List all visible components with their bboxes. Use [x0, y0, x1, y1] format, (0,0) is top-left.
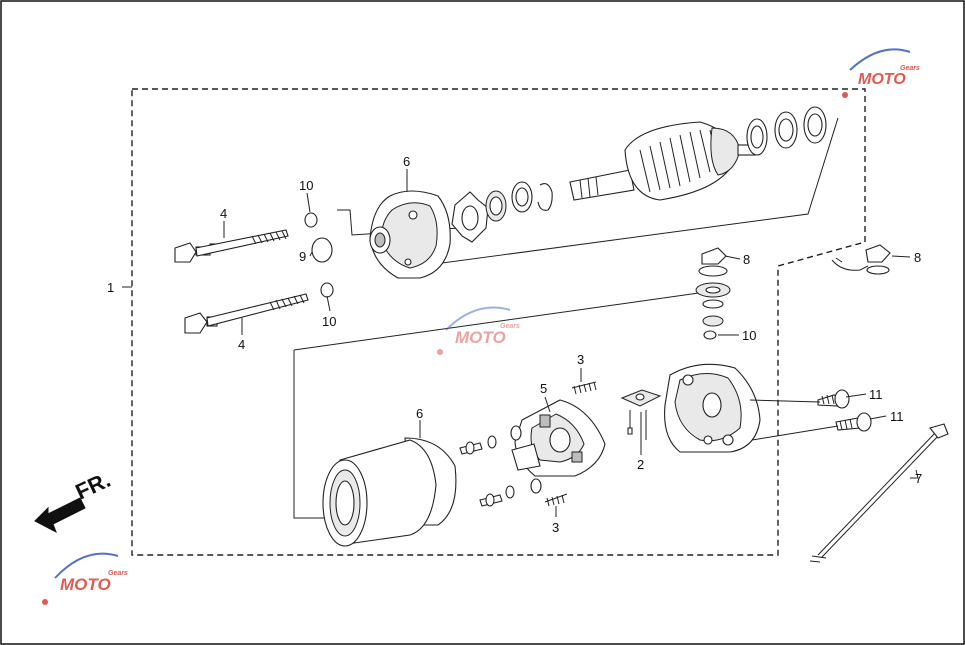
callout-2: 2	[637, 457, 644, 472]
watermark-top-right: MOTO Gears	[842, 48, 920, 98]
snap-ring	[537, 183, 553, 211]
battery-cable	[809, 423, 949, 563]
thrust-plate	[451, 191, 489, 243]
callout-9: 9	[299, 249, 306, 264]
assembly-boundary	[131, 88, 866, 556]
watermark-swoosh-icon	[445, 306, 511, 331]
screw-lower	[479, 478, 542, 507]
front-cover	[369, 190, 451, 279]
watermark-swoosh-icon	[849, 48, 911, 71]
watermark-tagline: Gears	[108, 570, 128, 577]
long-bolt-lower	[184, 293, 309, 334]
o-ring-large	[311, 237, 333, 263]
front-direction-indicator: FR.	[34, 467, 114, 534]
screw-upper	[459, 425, 522, 455]
terminal-nut-stack	[695, 247, 731, 340]
watermark-tagline: Gears	[900, 65, 920, 72]
callout-8-left: 8	[743, 252, 750, 267]
watermark-brand: MOTO	[455, 328, 506, 347]
o-ring-small-upper	[304, 212, 318, 228]
cable-nut	[831, 244, 891, 275]
callout-1: 1	[107, 280, 114, 295]
callout-3-upper: 3	[577, 352, 584, 367]
long-bolt-upper	[174, 229, 289, 263]
callout-10-right: 10	[742, 328, 756, 343]
guide-line	[293, 289, 721, 351]
watermark-center: MOTO Gears	[437, 306, 520, 355]
callout-8-right: 8	[914, 250, 921, 265]
callout-5: 5	[540, 381, 547, 396]
guide-line	[389, 117, 839, 271]
rear-cover	[664, 363, 761, 453]
through-bolt-lower	[835, 412, 872, 432]
leader-lines	[122, 169, 919, 517]
callout-10-lower: 10	[322, 314, 336, 329]
terminal-plate	[620, 389, 662, 440]
callout-10-upper: 10	[299, 178, 313, 193]
watermark-brand: MOTO	[60, 575, 111, 594]
callout-6-lower: 6	[416, 406, 423, 421]
gear-icon	[42, 599, 48, 605]
o-ring-small-lower	[320, 282, 334, 298]
callout-4-upper: 4	[220, 206, 227, 221]
callout-7: 7	[915, 471, 922, 486]
callout-6-upper: 6	[403, 154, 410, 169]
guide-line	[293, 350, 330, 519]
watermark-swoosh-icon	[54, 552, 119, 579]
brush-spring-lower	[544, 493, 568, 507]
through-bolt-upper	[817, 389, 850, 409]
armature	[569, 121, 757, 201]
callout-11-upper: 11	[869, 387, 883, 402]
gear-icon	[437, 349, 443, 355]
callout-4-lower: 4	[238, 337, 245, 352]
brush-holder	[511, 399, 606, 477]
watermark-brand: MOTO	[858, 71, 906, 88]
watermark-tagline: Gears	[500, 323, 520, 330]
gear-icon	[842, 92, 848, 98]
yoke-housing	[322, 437, 457, 547]
callout-3-lower: 3	[552, 520, 559, 535]
callout-11-lower: 11	[890, 409, 904, 424]
front-arrow-icon	[34, 497, 86, 534]
watermark-bottom-left: MOTO Gears	[42, 552, 128, 605]
brush-spring-upper	[571, 381, 597, 395]
